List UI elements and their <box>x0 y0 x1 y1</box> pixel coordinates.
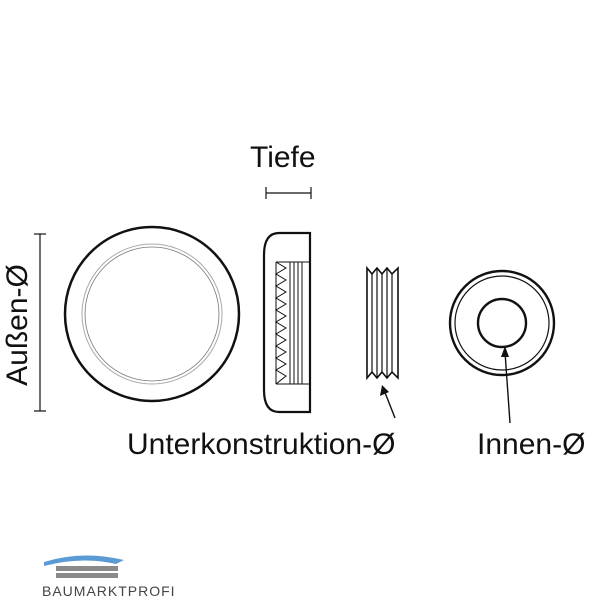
depth-dimension-line <box>265 187 312 199</box>
substructure-diameter-label: Unterkonstruktion-Ø <box>127 428 396 461</box>
rosette-front-view <box>63 225 241 403</box>
outer-diameter-label: Außen-Ø <box>1 264 34 386</box>
depth-label: Tiefe <box>250 141 316 174</box>
baumarktprofi-logo-icon <box>44 555 124 578</box>
cover-ring-front-view <box>448 269 556 377</box>
logo-wordmark: BAUMARKTPROFI <box>42 583 176 599</box>
substructure-pointer-arrow <box>380 385 396 419</box>
inner-diameter-pointer-arrow <box>501 346 511 424</box>
outer-diameter-dimension-line <box>34 233 46 412</box>
inner-diameter-label: Innen-Ø <box>477 428 586 461</box>
rosette-side-view <box>262 231 312 414</box>
threaded-insert-side-view <box>366 265 399 381</box>
